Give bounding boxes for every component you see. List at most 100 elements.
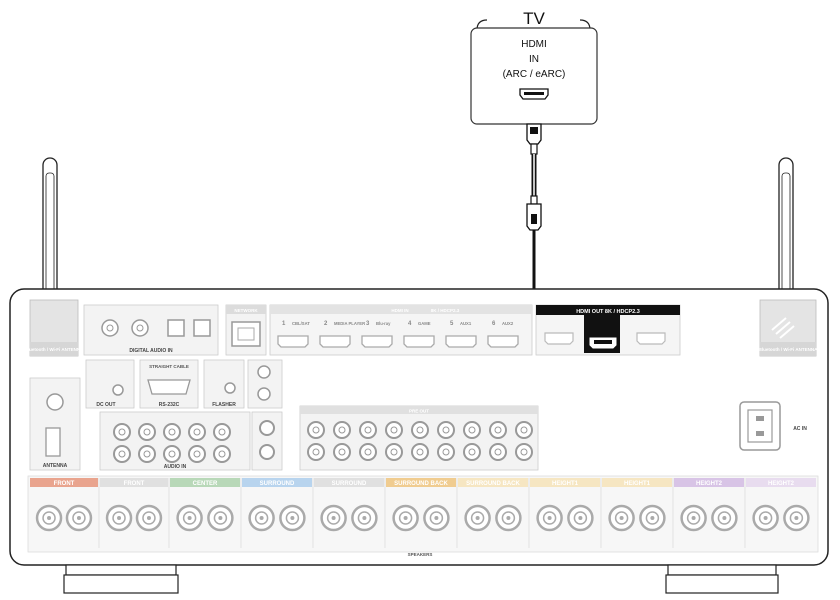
speaker-terminal[interactable] xyxy=(752,504,779,532)
pre-out-jack[interactable] xyxy=(359,443,377,461)
audio-in-jack[interactable] xyxy=(213,423,231,441)
audio-in-jack[interactable] xyxy=(113,423,131,441)
speaker-terminal[interactable] xyxy=(176,504,203,532)
pre-out-jack[interactable] xyxy=(489,421,507,439)
right-antenna-terminal: Bluetooth / Wi-Fi ANTENNA xyxy=(759,299,818,357)
hdmi-out-port-3[interactable] xyxy=(636,332,666,345)
right-antenna xyxy=(775,157,799,307)
hdmi-in-label: HDMI IN xyxy=(391,308,408,313)
speaker-terminal[interactable] xyxy=(567,504,594,532)
network-port[interactable]: NETWORK xyxy=(225,304,267,356)
pre-out-jack[interactable] xyxy=(385,421,403,439)
speaker-terminal[interactable] xyxy=(392,504,419,532)
pre-out-jack[interactable] xyxy=(385,443,403,461)
speaker-terminal[interactable] xyxy=(464,504,491,532)
speaker-terminal[interactable] xyxy=(680,504,707,532)
speaker-terminal[interactable] xyxy=(711,504,738,532)
analog-audio-in: AUDIO IN xyxy=(99,411,283,471)
pre-out-jack[interactable] xyxy=(359,421,377,439)
speaker-section-label: SURROUND BACK xyxy=(394,481,448,487)
pre-out-jack[interactable] xyxy=(463,421,481,439)
speaker-terminal[interactable] xyxy=(639,504,666,532)
pre-out-jack[interactable] xyxy=(307,421,325,439)
speaker-terminal[interactable] xyxy=(65,504,93,532)
control-panel: DC OUT STRAIGHT CABLE RS-232C FLASHER xyxy=(85,359,283,409)
audio-in-jack[interactable] xyxy=(188,445,206,463)
speaker-section-label: FRONT xyxy=(54,481,75,487)
speaker-terminal[interactable] xyxy=(351,504,378,532)
pre-out-jack[interactable] xyxy=(437,443,455,461)
pre-out-jack[interactable] xyxy=(411,421,429,439)
network-label: NETWORK xyxy=(234,308,258,313)
rs232-port xyxy=(147,379,191,395)
hdmi-in-port-name: AUX1 xyxy=(460,321,472,326)
av-receiver: Bluetooth / Wi-Fi ANTENNA Bluetooth / Wi… xyxy=(9,288,829,594)
speaker-section-label: SURROUND xyxy=(332,481,367,487)
audio-in-jack[interactable] xyxy=(138,423,156,441)
speaker-terminal[interactable] xyxy=(495,504,522,532)
tv-in-label: IN xyxy=(529,54,539,65)
pre-out-jack[interactable] xyxy=(515,443,533,461)
pre-out-jack[interactable] xyxy=(333,421,351,439)
speaker-terminal[interactable] xyxy=(105,504,133,532)
receiver-foot-left xyxy=(63,564,179,594)
speaker-terminal[interactable] xyxy=(783,504,810,532)
speaker-terminal[interactable] xyxy=(207,504,234,532)
speaker-terminal[interactable] xyxy=(423,504,450,532)
speaker-section-label: HEIGHT1 xyxy=(552,481,579,487)
hdmi-in-port-number: 4 xyxy=(408,321,412,327)
hdmi-out-port-2[interactable] xyxy=(544,332,574,345)
speaker-terminal[interactable] xyxy=(536,504,563,532)
audio-in-jack[interactable] xyxy=(113,445,131,463)
speaker-section-7: SURROUND BACK xyxy=(456,478,528,548)
speaker-terminal[interactable] xyxy=(35,504,63,532)
pre-out-jack[interactable] xyxy=(515,421,533,439)
hdmi-in-port-number: 2 xyxy=(324,321,328,327)
speaker-section-1: FRONT xyxy=(30,478,98,532)
pre-out-jack[interactable] xyxy=(307,443,325,461)
pre-out-jack[interactable] xyxy=(463,443,481,461)
audio-in-jack[interactable] xyxy=(163,423,181,441)
pre-out-jack[interactable] xyxy=(437,421,455,439)
speaker-section-label: SURROUND BACK xyxy=(466,481,520,487)
pre-out-label: PRE OUT xyxy=(409,409,429,414)
hdmi-in-port-name: AUX2 xyxy=(502,321,514,326)
left-antenna-label: Bluetooth / Wi-Fi ANTENNA xyxy=(25,347,85,352)
audio-in-jack[interactable] xyxy=(188,423,206,441)
left-antenna-terminal: Bluetooth / Wi-Fi ANTENNA xyxy=(25,299,85,357)
hdmi-in-port-number: 1 xyxy=(282,321,286,327)
speakers-label: SPEAKERS xyxy=(408,552,433,557)
audio-in-jack[interactable] xyxy=(138,445,156,463)
hdmi-out-port-1[interactable] xyxy=(589,337,617,349)
speaker-terminal[interactable] xyxy=(608,504,635,532)
antenna-label: ANTENNA xyxy=(43,463,68,469)
audio-in-jack[interactable] xyxy=(163,445,181,463)
speaker-section-label: HEIGHT2 xyxy=(768,481,795,487)
tv-arc-label: (ARC / eARC) xyxy=(503,69,566,80)
pre-out-jack[interactable] xyxy=(489,443,507,461)
speaker-section-label: HEIGHT1 xyxy=(624,481,651,487)
speaker-section-8: HEIGHT1 xyxy=(528,478,600,548)
speaker-terminal[interactable] xyxy=(135,504,163,532)
tv-hdmi-port[interactable] xyxy=(519,88,549,100)
rs232-label: RS-232C xyxy=(159,402,180,408)
pre-out-jack[interactable] xyxy=(333,443,351,461)
ac-inlet: AC IN xyxy=(739,401,807,451)
speaker-section-2: FRONT xyxy=(98,478,168,548)
audio-in-jack[interactable] xyxy=(213,445,231,463)
tv-title: TV xyxy=(523,9,545,28)
speaker-section-11: HEIGHT2 xyxy=(744,478,816,548)
tv-hdmi-label: HDMI xyxy=(521,39,547,50)
speaker-terminal[interactable] xyxy=(320,504,347,532)
speaker-terminal[interactable] xyxy=(279,504,306,532)
speaker-terminal[interactable] xyxy=(248,504,275,532)
pre-out-jack[interactable] xyxy=(411,443,429,461)
